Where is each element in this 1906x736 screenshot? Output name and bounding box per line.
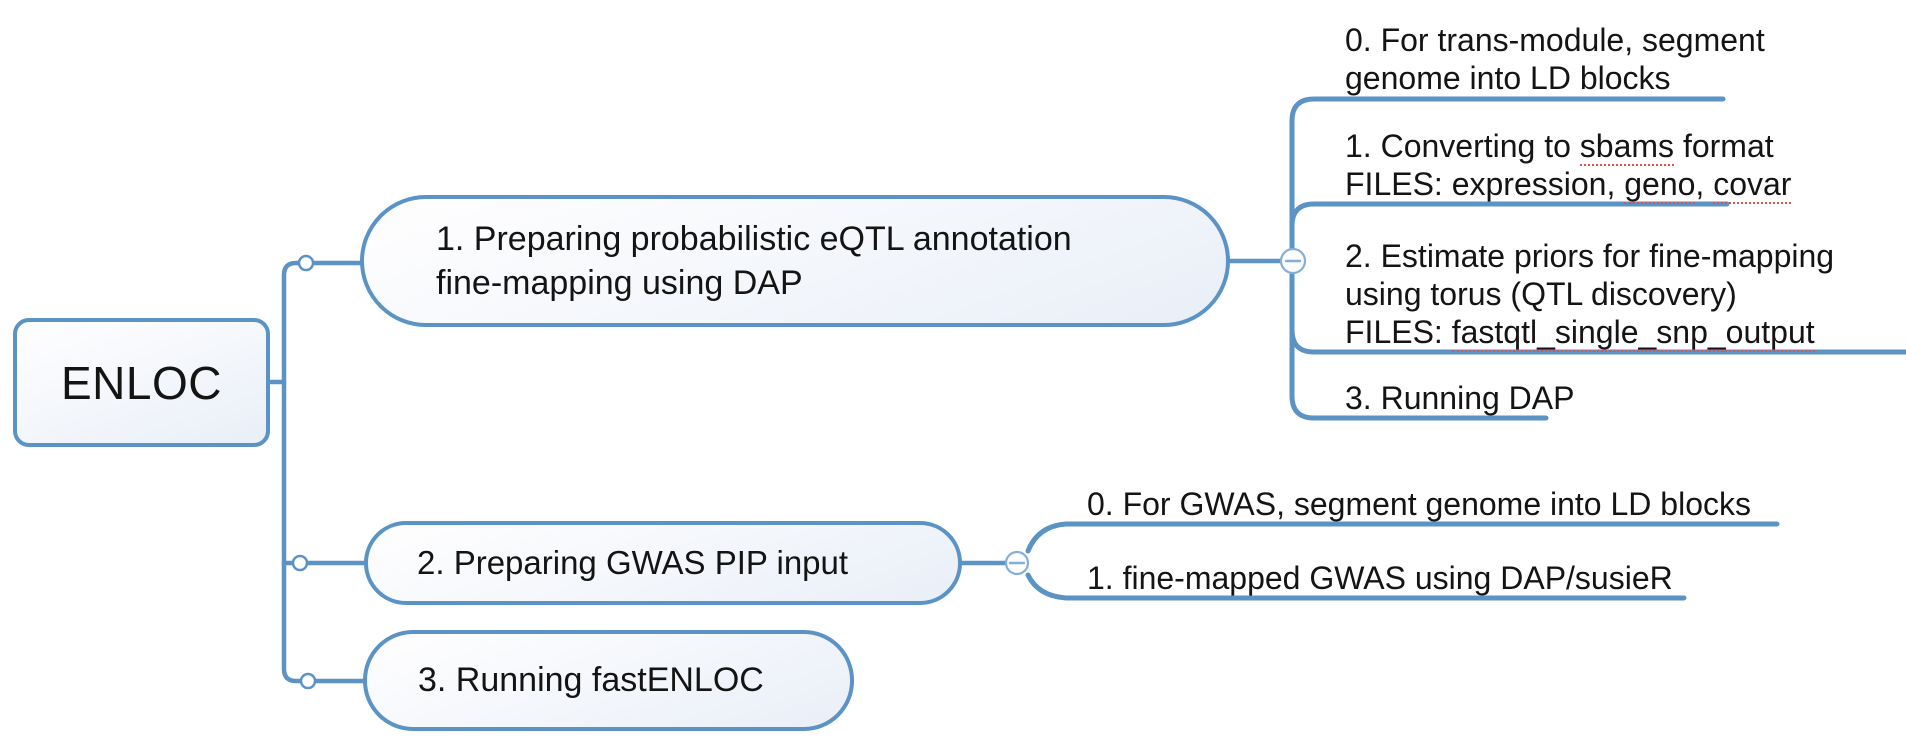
text-segment: 3. Running DAP [1345, 380, 1575, 416]
misspelled-word: covar [1713, 166, 1792, 204]
topic-label-line: 2. Preparing GWAS PIP input [417, 544, 849, 581]
text-segment: genome into LD blocks [1345, 60, 1671, 96]
misspelled-word: sbams [1579, 128, 1675, 166]
text-segment: 1. Converting to [1345, 128, 1580, 164]
subtopic-text-line: 1. fine-mapped GWAS using DAP/susieR [1087, 559, 1673, 597]
topic-label-line: 3. Running fastENLOC [418, 661, 764, 699]
subtopic-text-line: 1. Converting to sbams format [1345, 127, 1791, 166]
topic-running-fastenloc[interactable]: 3. Running fastENLOC [363, 630, 854, 731]
subtopic-text-line: FILES: expression, geno, covar [1345, 165, 1792, 204]
text-segment: FILES: [1345, 314, 1452, 350]
subtopic-text-line: 3. Running DAP [1345, 379, 1574, 417]
subtopic-segment-genome-trans[interactable]: 0. For trans-module, segment genome into… [1345, 21, 1765, 97]
subtopic-text-line: 2. Estimate priors for fine-mapping [1345, 237, 1834, 275]
subtopic-finemapped-gwas[interactable]: 1. fine-mapped GWAS using DAP/susieR [1087, 559, 1673, 597]
joint-branch1 [297, 254, 315, 272]
topic-label-line: 1. Preparing probabilistic eQTL annotati… [436, 220, 1072, 258]
topic-preparing-eqtl-annotation[interactable]: 1. Preparing probabilistic eQTL annotati… [360, 195, 1230, 327]
misspelled-word: geno [1624, 166, 1696, 204]
subtopic-text-line: FILES: fastqtl_single_snp_output [1345, 313, 1834, 352]
text-segment: 0. For trans-module, segment [1345, 22, 1765, 58]
topic-preparing-gwas-pip-input[interactable]: 2. Preparing GWAS PIP input [364, 521, 962, 605]
joint-branch3 [299, 672, 317, 690]
branch1-underline-2 [1289, 327, 1906, 355]
connector-main-trunk [281, 260, 368, 684]
subtopic-text-line: genome into LD blocks [1345, 59, 1765, 97]
text-segment: using torus (QTL discovery) [1345, 276, 1737, 312]
text-segment: , [1695, 166, 1714, 202]
topic-label-line: fine-mapping using DAP [436, 264, 803, 302]
text-segment: 1. fine-mapped GWAS using DAP/susieR [1087, 560, 1673, 596]
text-segment: FILES: expression, [1345, 166, 1625, 202]
subtopic-text-line: 0. For trans-module, segment [1345, 21, 1765, 59]
text-segment: 0. For GWAS, segment genome into LD bloc… [1087, 486, 1751, 522]
misspelled-word: fastqtl_single_snp_output [1451, 314, 1815, 352]
root-topic-enloc[interactable]: ENLOC [13, 318, 270, 447]
branch1-underline-1 [1289, 201, 1730, 229]
text-segment: format [1674, 128, 1774, 164]
subtopic-converting-sbams[interactable]: 1. Converting to sbams format FILES: exp… [1345, 127, 1792, 204]
joint-branch2 [291, 554, 309, 572]
collapse-button-branch1[interactable] [1279, 247, 1307, 275]
subtopic-running-dap[interactable]: 3. Running DAP [1345, 379, 1574, 417]
text-segment: 2. Estimate priors for fine-mapping [1345, 238, 1835, 274]
branch2-underline-1 [1025, 572, 1687, 601]
subtopic-estimate-priors-torus[interactable]: 2. Estimate priors for fine-mapping usin… [1345, 237, 1834, 352]
subtopic-text-line: 0. For GWAS, segment genome into LD bloc… [1087, 485, 1751, 523]
subtopic-text-line: using torus (QTL discovery) [1345, 275, 1834, 313]
collapse-button-branch2[interactable] [1004, 550, 1030, 576]
subtopic-segment-genome-gwas[interactable]: 0. For GWAS, segment genome into LD bloc… [1087, 485, 1751, 523]
root-topic-label: ENLOC [61, 356, 222, 409]
branch2-underline-0 [1025, 521, 1780, 554]
